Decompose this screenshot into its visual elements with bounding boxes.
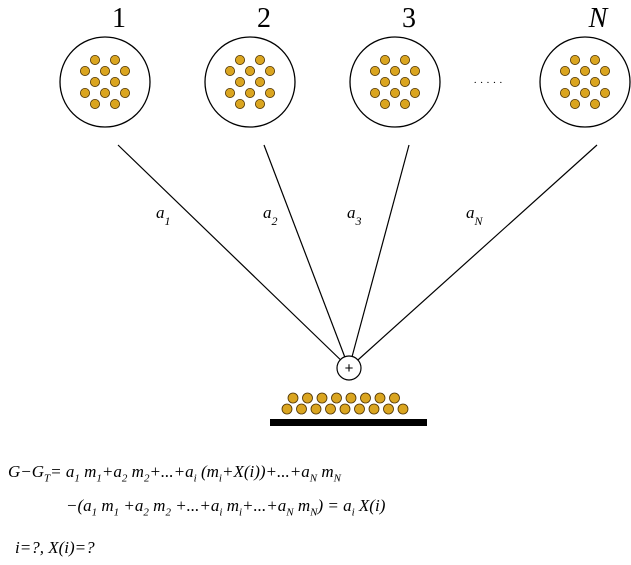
coin [580, 88, 591, 99]
coin [560, 88, 571, 99]
coin-stack [281, 392, 409, 415]
coin [234, 55, 245, 66]
coin [379, 99, 390, 110]
connection-line-2 [263, 144, 350, 369]
ellipsis-dots: · · · · · [473, 77, 502, 89]
formula-line-2: −(a1 m1 +a2 m2 +...+ai mi+...+aN mN) = a… [66, 496, 386, 519]
coin [600, 66, 611, 77]
pile-4 [539, 36, 631, 128]
coin [580, 66, 591, 77]
coin [234, 77, 245, 88]
coin [80, 66, 91, 77]
weight-label-4: aN [466, 203, 484, 228]
pile-label-4: N [588, 3, 609, 34]
stack-coin [325, 403, 336, 415]
coin [379, 55, 390, 66]
coin [409, 66, 420, 77]
coin [590, 99, 601, 110]
coin [100, 66, 111, 77]
coin [120, 66, 131, 77]
pile-label-2: 2 [257, 3, 271, 34]
coin [570, 55, 581, 66]
stack-coin [383, 403, 394, 415]
coin [224, 66, 235, 77]
stack-coin [302, 392, 313, 404]
weight-labels: a1 a2 a3 aN [156, 203, 484, 228]
connection-lines [117, 144, 598, 369]
weight-label-2: a2 [263, 203, 278, 228]
stack-coin [374, 392, 386, 404]
coin-weighing-diagram: 1 2 3 N a1 a2 a3 aN · · · · · + [59, 3, 631, 426]
coin [110, 99, 121, 110]
weight-label-1: a1 [156, 203, 171, 228]
connection-line-4 [348, 144, 598, 369]
coin [409, 88, 420, 99]
formula-line-1: G−GT= a1 m1+a2 m2+...+ai (mi+X(i))+...+a… [8, 462, 341, 485]
coin [560, 66, 571, 77]
coin [570, 99, 581, 110]
coin [254, 99, 265, 110]
coin [80, 88, 91, 99]
pile-circle [539, 36, 631, 128]
sum-node: + [336, 355, 362, 381]
pile-2 [204, 36, 296, 128]
stack-coin [389, 392, 400, 404]
pile-circle [204, 36, 296, 128]
stack-coin [331, 392, 342, 404]
sum-circle [336, 355, 362, 381]
connection-line-3 [348, 144, 410, 369]
coin [389, 88, 400, 99]
stack-coin [345, 392, 357, 404]
coin [369, 66, 380, 77]
coin [264, 88, 275, 99]
coin [254, 77, 265, 88]
coin [244, 66, 255, 77]
coin [234, 99, 245, 110]
coin [379, 77, 390, 88]
coin [389, 66, 400, 77]
scale-base-bar [270, 419, 427, 426]
coin [600, 88, 611, 99]
pile-circle [349, 36, 441, 128]
coin [590, 55, 601, 66]
coin [254, 55, 265, 66]
coin [399, 77, 410, 88]
pile-3 [349, 36, 441, 128]
formula-line-3: i=?, X(i)=? [15, 538, 95, 557]
pile-label-3: 3 [402, 3, 416, 34]
pile-1 [59, 36, 151, 128]
connection-line-1 [117, 144, 350, 369]
coin [244, 88, 255, 99]
coin [90, 55, 101, 66]
coin [90, 77, 101, 88]
stack-coin [397, 403, 409, 415]
stack-coin [296, 403, 307, 415]
coin [590, 77, 601, 88]
plus-sign: + [345, 360, 354, 377]
weight-label-3: a3 [347, 203, 362, 228]
pile-label-1: 1 [112, 3, 126, 34]
stack-coin [368, 403, 380, 415]
stack-coin [360, 392, 371, 404]
stack-coin [339, 403, 351, 415]
stack-coin [310, 403, 322, 415]
coin [264, 66, 275, 77]
stack-coin [287, 392, 299, 404]
coin-piles [59, 36, 631, 128]
coin [110, 55, 121, 66]
coin [399, 55, 410, 66]
coin [224, 88, 235, 99]
pile-circle [59, 36, 151, 128]
stack-coin [316, 392, 328, 404]
coin [570, 77, 581, 88]
coin [399, 99, 410, 110]
coin [120, 88, 131, 99]
coin [110, 77, 121, 88]
pile-labels: 1 2 3 N [112, 3, 609, 34]
coin [90, 99, 101, 110]
coin [369, 88, 380, 99]
stack-coin [281, 403, 293, 415]
coin [100, 88, 111, 99]
stack-coin [354, 403, 365, 415]
